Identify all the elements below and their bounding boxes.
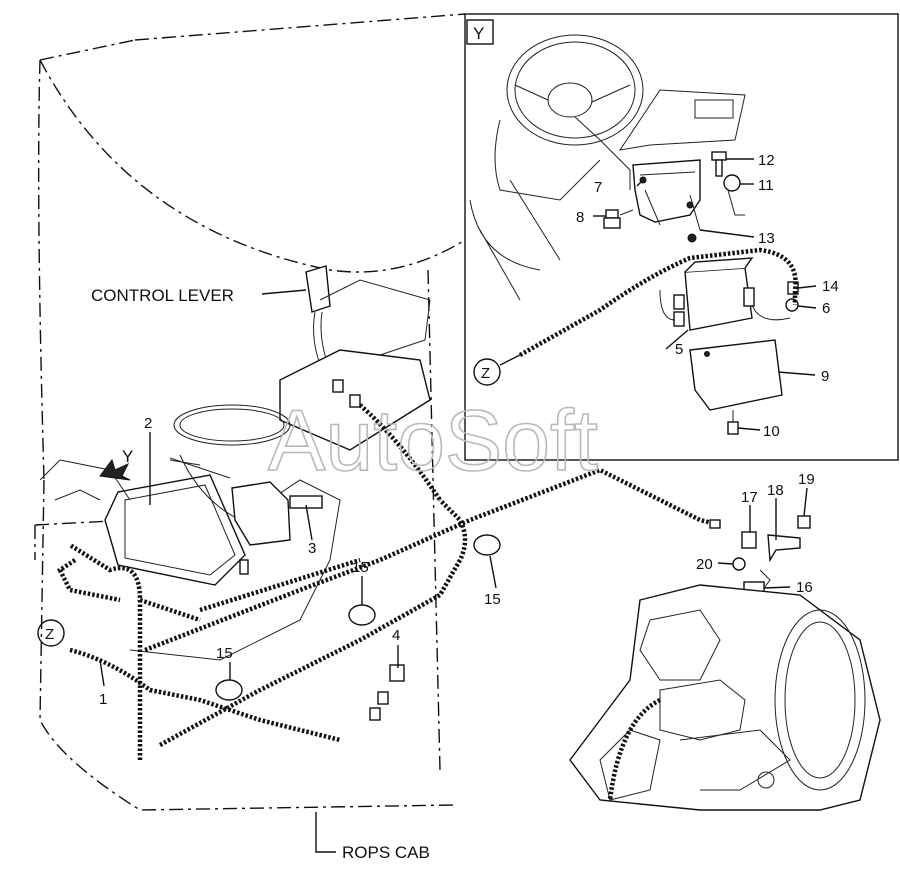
harness-to-lever	[358, 403, 442, 502]
clamp-15-b	[215, 679, 243, 701]
callout-6: 6	[822, 300, 830, 317]
cab-floor-line	[34, 519, 131, 560]
relay-4	[369, 664, 405, 721]
callout-15-c: 15	[216, 645, 233, 662]
callout-7: 7	[594, 179, 602, 196]
bolt-12	[711, 151, 727, 177]
detail-steering-wheel	[469, 34, 746, 301]
detail-view-box	[464, 13, 899, 461]
view-arrow	[99, 458, 131, 481]
callout-17: 17	[741, 489, 758, 506]
controller-unit-5	[659, 257, 755, 331]
rops-cab-label: ROPS CAB	[342, 843, 430, 862]
nut-20	[732, 557, 746, 571]
switch-3	[169, 457, 323, 575]
transmission-housing	[569, 584, 881, 811]
bolt-10	[727, 410, 739, 435]
main-harness-1	[57, 467, 721, 760]
connector-z-label: Z	[45, 626, 54, 643]
callout-19: 19	[798, 471, 815, 488]
steering-wheel	[173, 404, 291, 446]
callout-15-b: 15	[484, 591, 501, 608]
callout-4: 4	[392, 627, 400, 644]
part-6	[751, 298, 799, 321]
callout-15-a: 15	[352, 559, 369, 576]
view-arrow-label: Y	[122, 447, 133, 466]
clamp-15-c	[473, 534, 501, 556]
callout-5: 5	[675, 341, 683, 358]
callout-13: 13	[758, 230, 775, 247]
rops-cab-outline	[37, 13, 466, 811]
callout-1: 1	[99, 691, 107, 708]
detail-connector-z-circle	[473, 358, 501, 386]
watermark: AutoSoft	[268, 393, 598, 489]
part-11	[723, 174, 745, 216]
callout-8: 8	[576, 209, 584, 226]
callout-20: 20	[696, 556, 713, 573]
callout-2: 2	[144, 415, 152, 432]
bracket-18	[767, 534, 801, 563]
bolt-8	[603, 209, 634, 229]
control-lever-label: CONTROL LEVER	[91, 286, 234, 305]
connector-z-circle	[37, 619, 65, 647]
callout-12: 12	[758, 152, 775, 169]
callout-11: 11	[758, 177, 774, 194]
cover-plate-9	[689, 339, 783, 411]
clamp-15-a	[348, 604, 376, 626]
detail-letter-frame	[466, 19, 494, 45]
callout-10: 10	[763, 423, 780, 440]
callout-18: 18	[767, 482, 784, 499]
leader-lines	[99, 158, 817, 853]
connector-17	[709, 519, 757, 549]
callout-3: 3	[308, 540, 316, 557]
detail-letter: Y	[473, 24, 484, 43]
detail-harness-13	[518, 247, 798, 357]
callout-14: 14	[822, 278, 839, 295]
bolt-19	[797, 515, 811, 529]
control-lever	[279, 265, 431, 451]
cab-pillar-line	[427, 269, 441, 771]
callout-9: 9	[821, 368, 829, 385]
detail-connector-z-label: Z	[481, 365, 490, 382]
bracket-7	[632, 159, 701, 223]
callout-16: 16	[796, 579, 813, 596]
